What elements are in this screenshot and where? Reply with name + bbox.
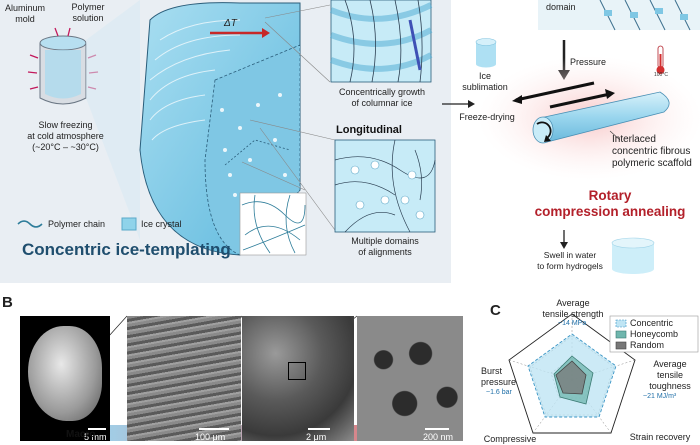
legend-concentric: Concentric	[630, 318, 674, 328]
sem-micro-image: 100 μm	[127, 316, 241, 441]
pressure-label: Pressure	[570, 57, 607, 67]
ice-cylinder-icon	[475, 38, 497, 68]
sem-macro-image: 5 mm	[20, 316, 110, 441]
concentric-growth-label: Concentrically growth of columnar ice	[338, 87, 426, 108]
sem-fiber-image: 2 μm	[242, 316, 354, 441]
radar-chart	[508, 313, 699, 434]
axis-tensile-strength: Average tensile strength	[542, 298, 604, 319]
axis-strain-recovery: Strain recovery	[629, 432, 691, 442]
ice-sublimation-label: Ice sublimation	[462, 71, 508, 92]
delta-t-label: ΔT	[224, 18, 237, 29]
domain-label: domain	[546, 2, 576, 12]
series-random	[555, 360, 587, 395]
multiple-domains-inset	[334, 139, 436, 233]
axis-tensile-toughness: Average tensile toughness	[649, 359, 691, 391]
panel-c-label: C	[490, 302, 501, 319]
radar-outer-ring	[508, 313, 636, 434]
polymer-chain-legend-label: Polymer chain	[48, 219, 106, 229]
legend-swatch-random	[615, 341, 627, 350]
value-tensile-toughness: ~21 MJ/m³	[643, 393, 677, 400]
axis-compressive: Compressive	[483, 434, 537, 444]
scale-label-4: 200 nm	[423, 432, 454, 441]
sem-nano-image: 200 nm	[357, 316, 463, 441]
polymer-mesh-inset	[239, 192, 307, 256]
thermometer-icon	[656, 45, 665, 74]
macro-arrow-label: Macro	[66, 429, 96, 440]
legend-random: Random	[630, 340, 665, 350]
legend-swatch-honeycomb	[615, 330, 627, 339]
axis-burst-pressure: Burst pressure	[481, 366, 517, 387]
scale-label-3: 2 μm	[306, 432, 327, 441]
hydrogel-icon	[611, 237, 655, 274]
legend-swatch-concentric	[615, 319, 627, 328]
temperature-label: 100°C	[654, 72, 668, 78]
concentric-ice-templating-title: Concentric ice-templating	[22, 240, 231, 259]
scale-label-1: 5 mm	[84, 432, 107, 441]
rotary-roll-icon	[532, 91, 670, 144]
longitudinal-label: Longitudinal	[336, 124, 402, 136]
domain-fibers-icon	[538, 0, 700, 31]
polymer-chain-legend-icon	[17, 220, 43, 228]
swell-label: Swell in water to form hydrogels	[537, 250, 603, 271]
aluminum-mold-icon	[27, 27, 99, 105]
value-tensile-strength: ~14 MPa	[558, 320, 587, 327]
ice-crystal-legend-label: Ice crystal	[141, 219, 182, 229]
aluminum-mold-label: Aluminum mold	[4, 3, 45, 24]
ice-crystal-legend-icon	[121, 217, 137, 231]
concentric-growth-inset	[329, 0, 433, 83]
polymer-solution-label: Polymer solution	[71, 2, 105, 23]
rotary-compression-title: Rotary compression annealing	[534, 188, 686, 219]
compression-arrow-icon	[515, 81, 595, 102]
legend-honeycomb: Honeycomb	[630, 329, 679, 339]
freeze-drying-label: Freeze-drying	[459, 112, 515, 122]
slow-freezing-label: Slow freezing at cold atmosphere (~20°C …	[27, 120, 104, 152]
panel-b-label: B	[2, 294, 13, 311]
value-burst-pressure: ~1.6 bar	[486, 389, 512, 396]
scaffold-label: Interlaced concentric fibrous polymeric …	[612, 134, 692, 169]
scale-label-2: 100 μm	[195, 432, 226, 441]
multiple-domains-label: Multiple domains of alignments	[351, 236, 419, 257]
